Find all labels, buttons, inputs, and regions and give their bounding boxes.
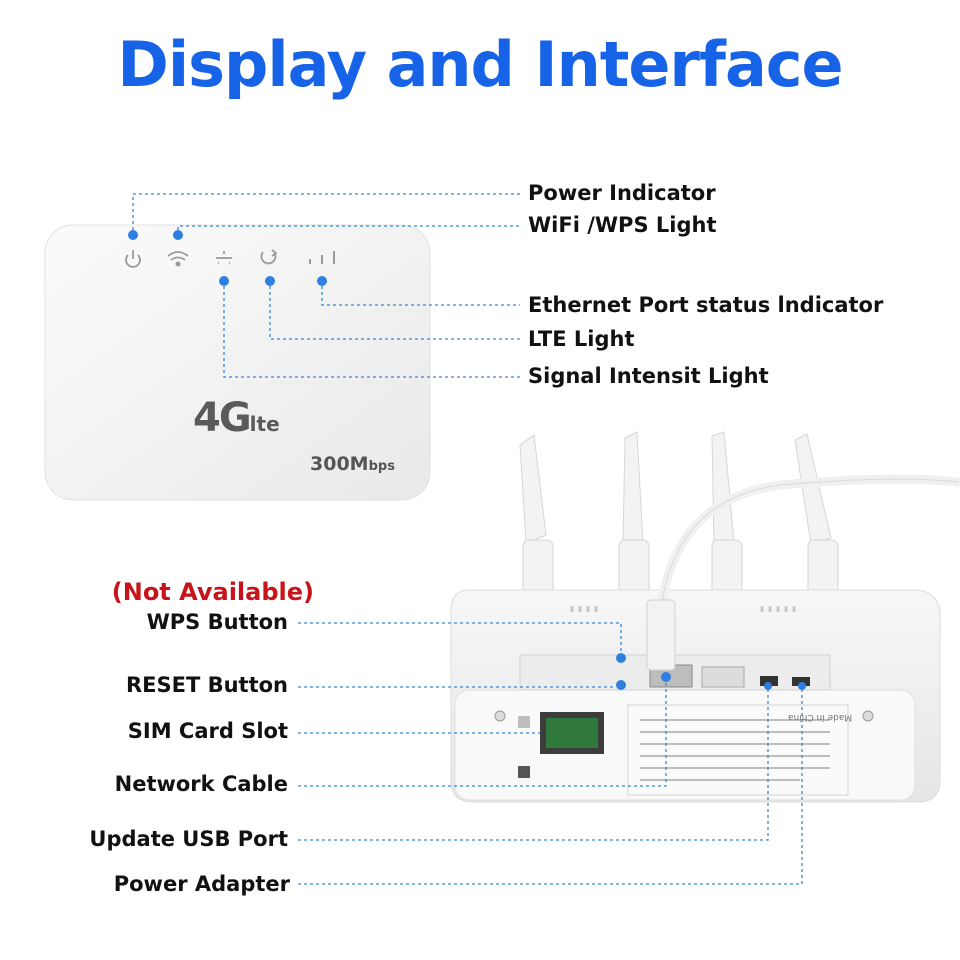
speed-label: 300Mbps — [310, 455, 395, 474]
ethernet-status-label: Ethernet Port status lndicator — [528, 293, 884, 317]
signal-icon — [309, 251, 335, 264]
brand-lte: lte — [249, 412, 280, 436]
rear-leader-lines — [298, 622, 803, 885]
lte-indicator-dot — [265, 276, 275, 286]
lte-icon — [260, 249, 278, 265]
speed-unit: bps — [368, 459, 395, 474]
reset-button-label: RESET Button — [125, 673, 288, 697]
wps-button-dot — [616, 653, 626, 663]
front-leader-lines — [132, 193, 520, 378]
usb-port-dot — [764, 682, 772, 690]
brand-logo: 4Glte — [193, 398, 280, 438]
signal-light-label: Signal Intensit Light — [528, 364, 769, 388]
power-indicator-label: Power Indicator — [528, 181, 716, 205]
made-in-label: Made in China — [788, 712, 853, 722]
ethernet-icon — [216, 251, 232, 264]
not-available-note: (Not Available) — [111, 578, 314, 606]
update-usb-port-label: Update USB Port — [89, 827, 288, 851]
wifi-indicator-dot — [173, 230, 183, 240]
power-adapter-label: Power Adapter — [113, 872, 290, 896]
network-cable — [646, 474, 960, 671]
ethernet-indicator-dot — [317, 276, 327, 286]
router-rear — [450, 431, 941, 803]
wifi-icon — [167, 251, 189, 267]
power-icon — [125, 250, 141, 268]
wifi-wps-light-label: WiFi /WPS Light — [528, 213, 717, 237]
network-cable-dot — [661, 672, 671, 682]
lte-light-label: LTE Light — [528, 327, 635, 351]
reset-button-dot — [616, 680, 626, 690]
power-indicator-dot — [128, 230, 138, 240]
wps-button-label: WPS Button — [146, 610, 288, 634]
sim-card-slot-label: SIM Card Slot — [127, 719, 288, 743]
page-title: Display and Interface — [117, 28, 843, 101]
router-front — [44, 224, 431, 501]
signal-indicator-dot — [219, 276, 229, 286]
power-port-dot — [798, 682, 806, 690]
brand-4g: 4G — [193, 395, 252, 441]
network-cable-label: Network Cable — [114, 772, 288, 796]
speed-value: 300M — [310, 453, 369, 475]
